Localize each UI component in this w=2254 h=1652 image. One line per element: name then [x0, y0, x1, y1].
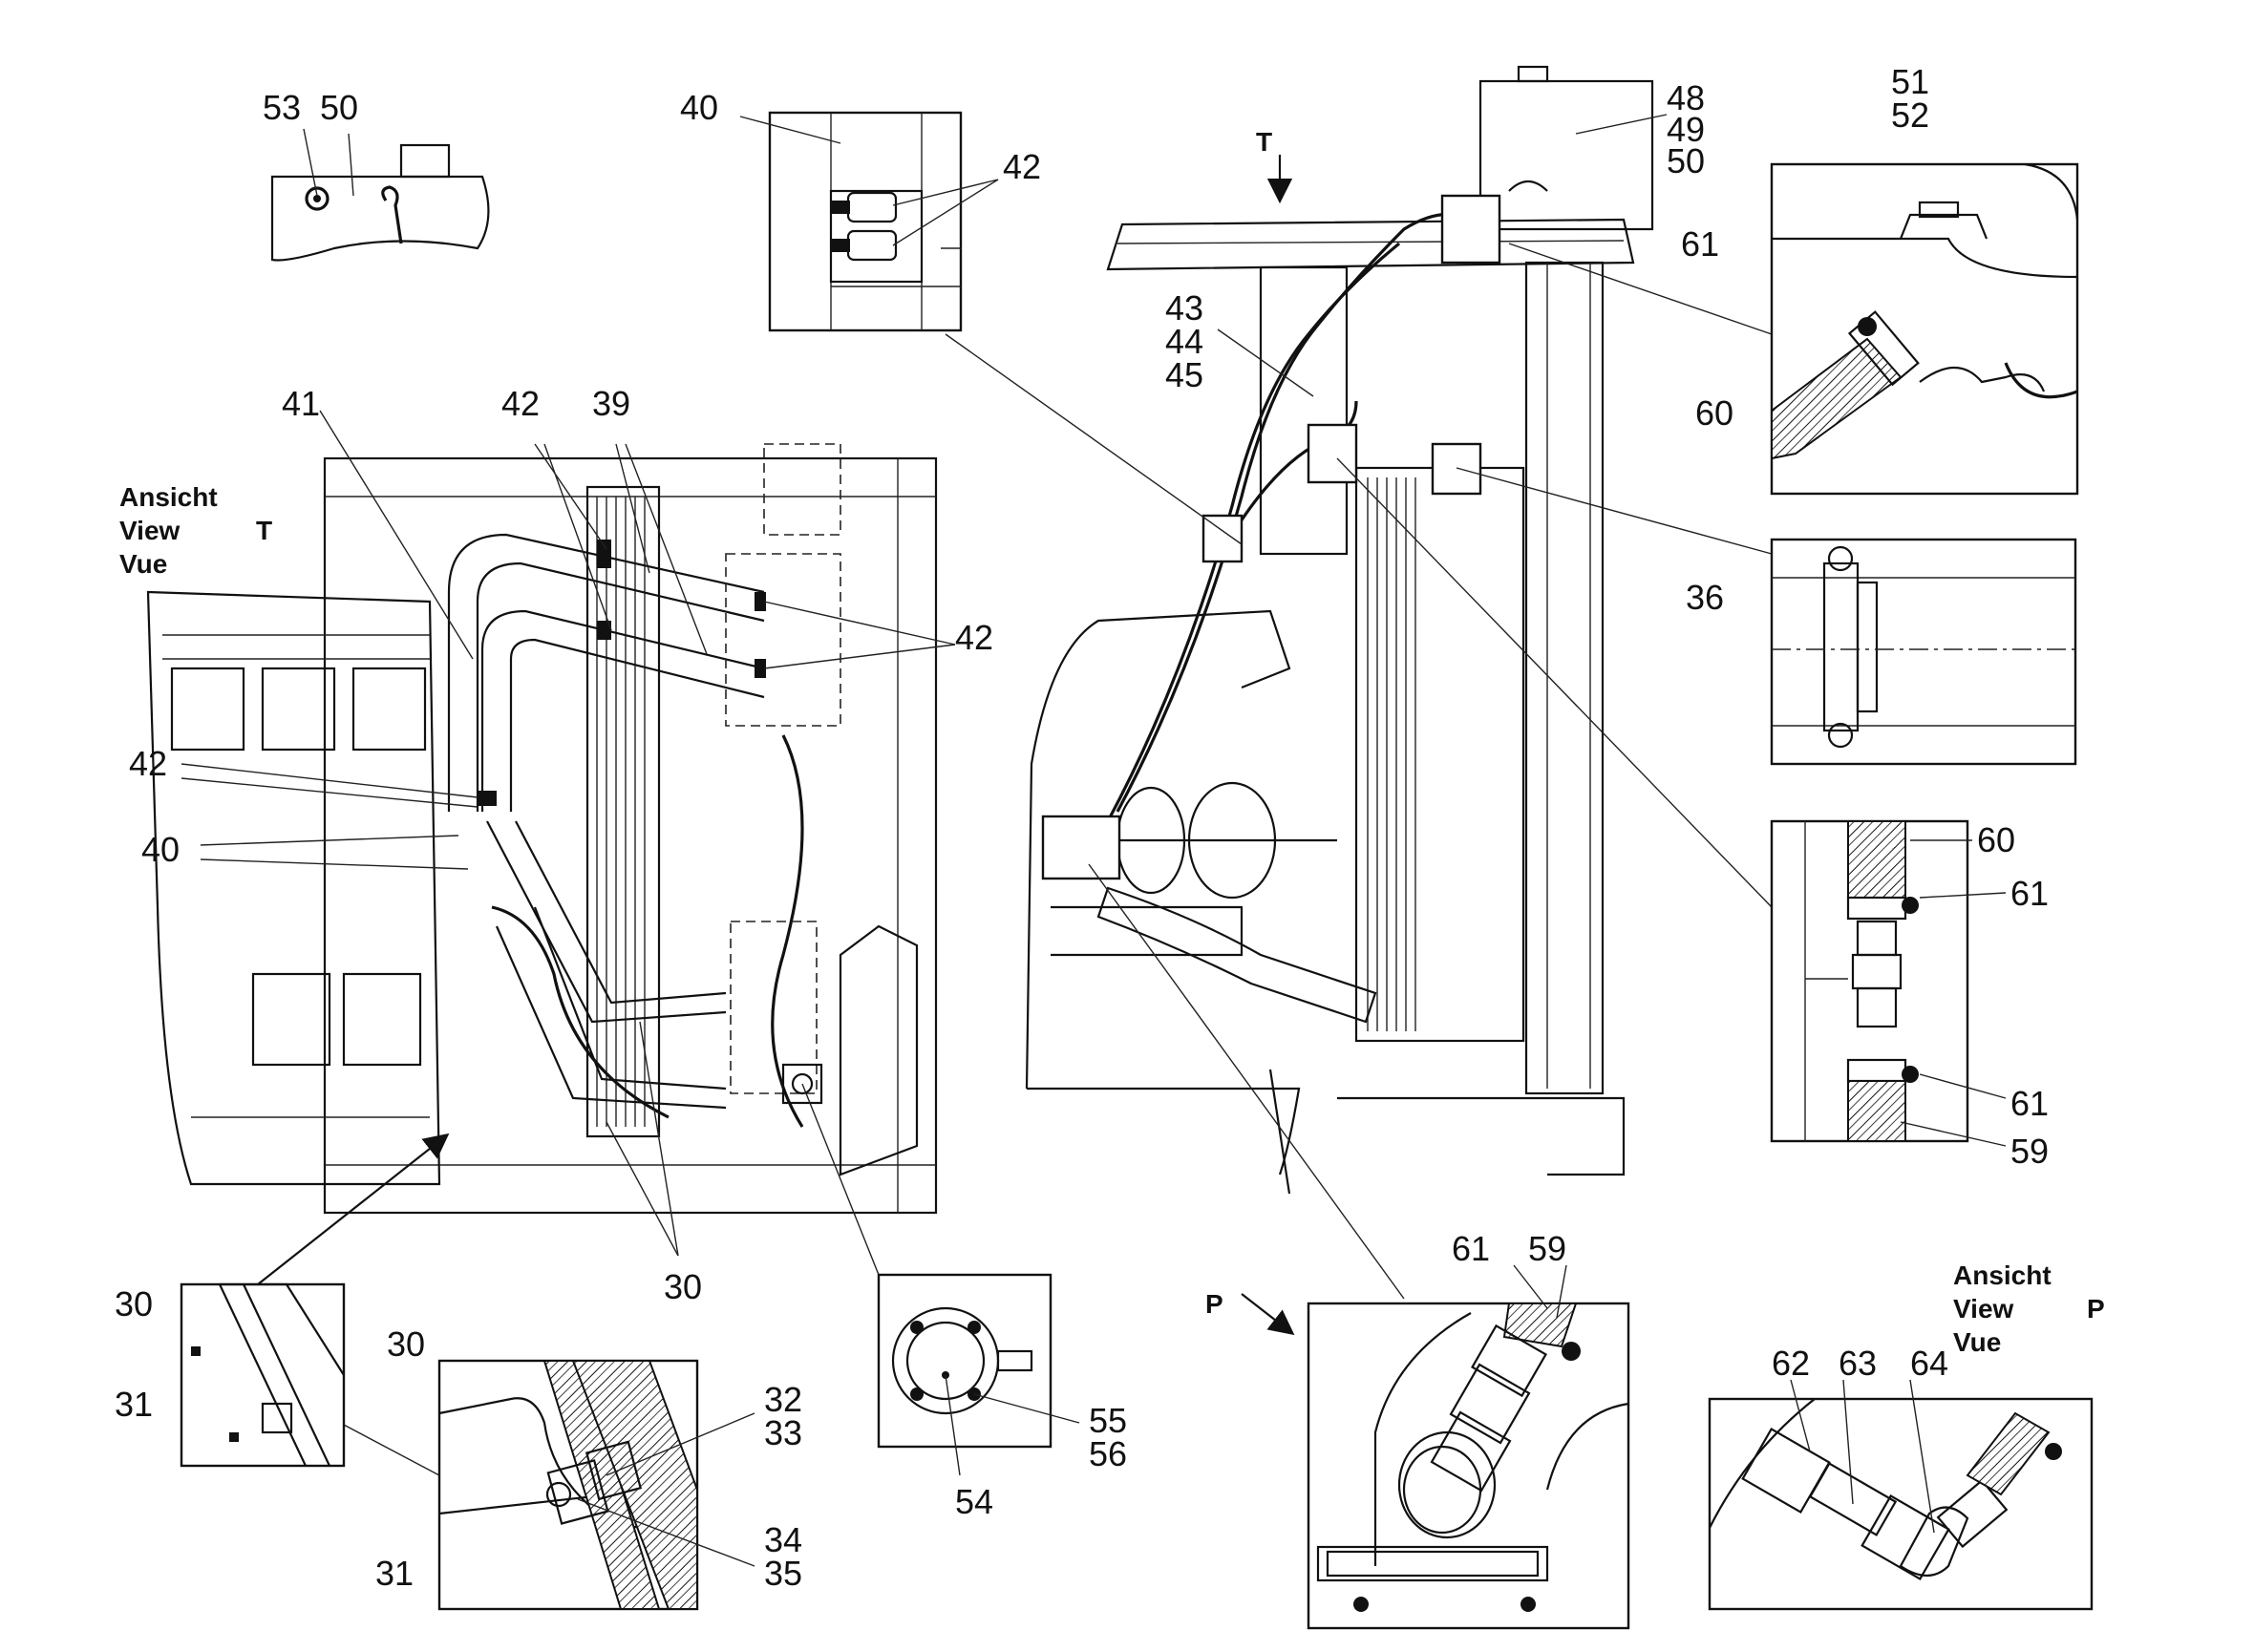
callout-45: 45	[1165, 355, 1203, 394]
callout-56: 56	[1089, 1434, 1127, 1473]
clamp-box-43	[1307, 423, 1358, 484]
view-p-label: Ansicht View P Vue	[1953, 1260, 2105, 1357]
clamp-61-upper	[1902, 897, 1919, 914]
detail-60-61-59	[1770, 819, 2007, 1147]
clamp-61-lower	[1902, 1066, 1919, 1083]
callout-50: 50	[1667, 141, 1705, 180]
callout-40: 40	[680, 88, 718, 127]
callout-35: 35	[764, 1554, 802, 1593]
callout-32: 32	[764, 1380, 802, 1419]
view-t-line1: Ansicht	[119, 482, 218, 512]
callout-59: 59	[2010, 1132, 2049, 1171]
callout-43: 43	[1165, 288, 1203, 328]
callout-30: 30	[115, 1284, 153, 1324]
clamp-box-36	[1431, 442, 1482, 496]
callout-31: 31	[115, 1385, 153, 1424]
callout-44: 44	[1165, 322, 1203, 361]
callout-61: 61	[2010, 1084, 2049, 1123]
arrow-t-label: T	[1256, 127, 1272, 157]
detail-30-35	[437, 1359, 755, 1611]
callout-52: 52	[1891, 95, 1929, 135]
callout-30: 30	[664, 1267, 702, 1306]
callout-34: 34	[764, 1520, 802, 1559]
plug-53	[305, 186, 330, 211]
detail-53-50	[270, 128, 490, 262]
view-p-letter: P	[2087, 1294, 2105, 1324]
callout-54: 54	[955, 1482, 993, 1521]
callout-63: 63	[1839, 1344, 1877, 1383]
callout-labels: 53 50 40 42 48 49 50 51 52 61 60 43 44 4…	[115, 62, 2049, 1593]
callout-55: 55	[1089, 1401, 1127, 1440]
callout-60: 60	[1977, 820, 2015, 859]
clamp-box-40	[1201, 514, 1244, 563]
callout-51: 51	[1891, 62, 1929, 101]
view-t-letter: T	[256, 516, 272, 545]
clamp-61-p	[1562, 1342, 1581, 1361]
view-p-line2: View	[1953, 1294, 2014, 1324]
callout-64: 64	[1910, 1344, 1948, 1383]
callout-48: 48	[1667, 78, 1705, 117]
arrow-p-label: P	[1205, 1289, 1223, 1319]
detail-30-31-small	[180, 1282, 346, 1468]
callout-61: 61	[1681, 224, 1719, 264]
view-t-line3: Vue	[119, 549, 167, 579]
detail-54-56	[877, 1273, 1080, 1476]
view-t-label: Ansicht View T Vue	[119, 482, 272, 579]
callout-42: 42	[1003, 147, 1041, 186]
callout-61: 61	[1452, 1229, 1490, 1268]
clamp-box-60	[1440, 194, 1501, 265]
callout-41: 41	[282, 384, 320, 423]
callout-42: 42	[501, 384, 540, 423]
callout-33: 33	[764, 1413, 802, 1452]
callout-60: 60	[1695, 393, 1733, 433]
callout-42: 42	[955, 618, 993, 657]
callout-36: 36	[1686, 578, 1724, 617]
left-main-assembly	[146, 410, 956, 1476]
radiator-fins	[1367, 477, 1416, 1031]
callout-61: 61	[2010, 874, 2049, 913]
callout-50: 50	[320, 88, 358, 127]
callout-40: 40	[141, 830, 180, 869]
detail-p-61-59	[1241, 1264, 1630, 1630]
callout-31: 31	[375, 1554, 414, 1593]
view-t-line2: View	[119, 516, 181, 545]
detail-51-52-61-60	[1770, 162, 2079, 496]
plug-54-box	[781, 1063, 823, 1105]
clamp-61	[1858, 317, 1877, 336]
detail-40-42	[739, 111, 999, 332]
right-main-assembly	[945, 65, 1773, 1300]
callout-59: 59	[1528, 1229, 1566, 1268]
detail-62-64	[1708, 1379, 2094, 1611]
callout-42: 42	[129, 744, 167, 783]
detail-36	[1770, 538, 2077, 766]
clamp-box-p	[1041, 815, 1121, 880]
callout-39: 39	[592, 384, 630, 423]
callout-49: 49	[1667, 110, 1705, 149]
callout-53: 53	[263, 88, 301, 127]
view-p-line3: Vue	[1953, 1327, 2001, 1357]
callout-62: 62	[1772, 1344, 1810, 1383]
callout-30: 30	[387, 1324, 425, 1364]
view-p-line1: Ansicht	[1953, 1260, 2052, 1290]
